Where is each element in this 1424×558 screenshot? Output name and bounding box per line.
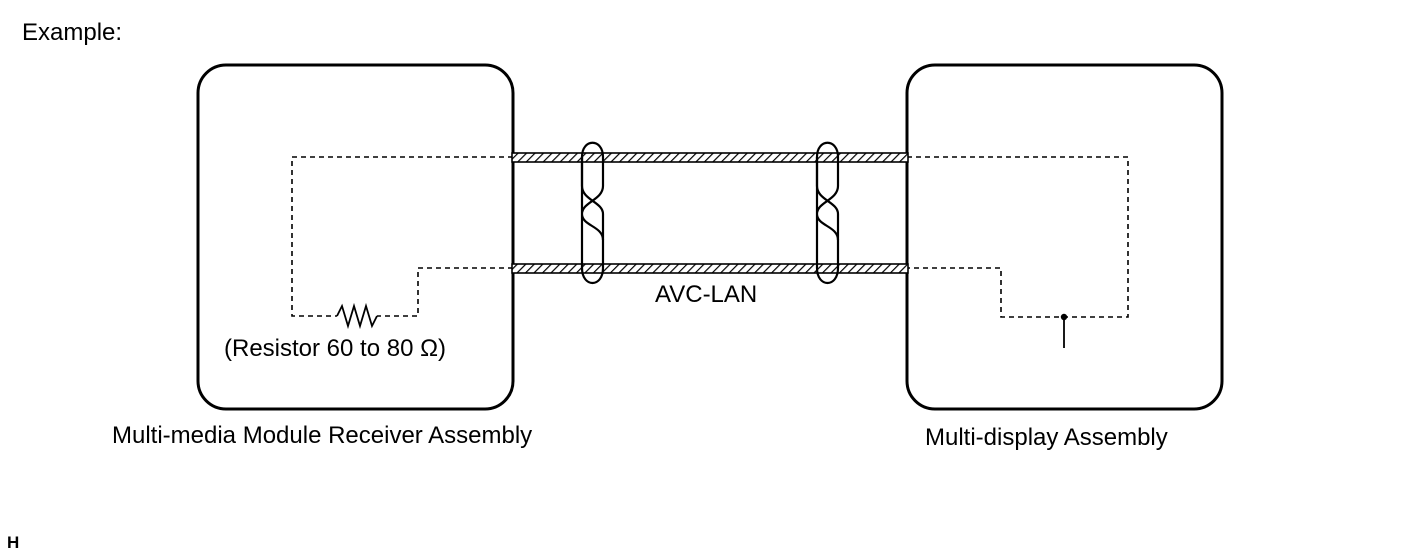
ground-tap-symbol xyxy=(1060,313,1068,348)
right-dashed-circuit xyxy=(907,156,1129,318)
bus-line-upper xyxy=(511,152,909,163)
twisted-pair-right xyxy=(815,141,840,285)
twisted-pair-left xyxy=(580,141,605,285)
right-device-box xyxy=(905,63,1224,411)
right-device-caption: Multi-display Assembly xyxy=(925,424,1168,451)
resistor-symbol xyxy=(336,302,378,330)
bus-line-lower xyxy=(511,263,909,274)
resistor-label: (Resistor 60 to 80 Ω) xyxy=(224,335,446,362)
left-device-caption: Multi-media Module Receiver Assembly xyxy=(112,422,532,449)
left-device-box xyxy=(196,63,515,411)
left-dashed-circuit xyxy=(291,156,513,317)
cable-label: AVC-LAN xyxy=(655,281,757,308)
example-label: Example: xyxy=(22,19,122,46)
corner-mark: H xyxy=(7,533,19,552)
